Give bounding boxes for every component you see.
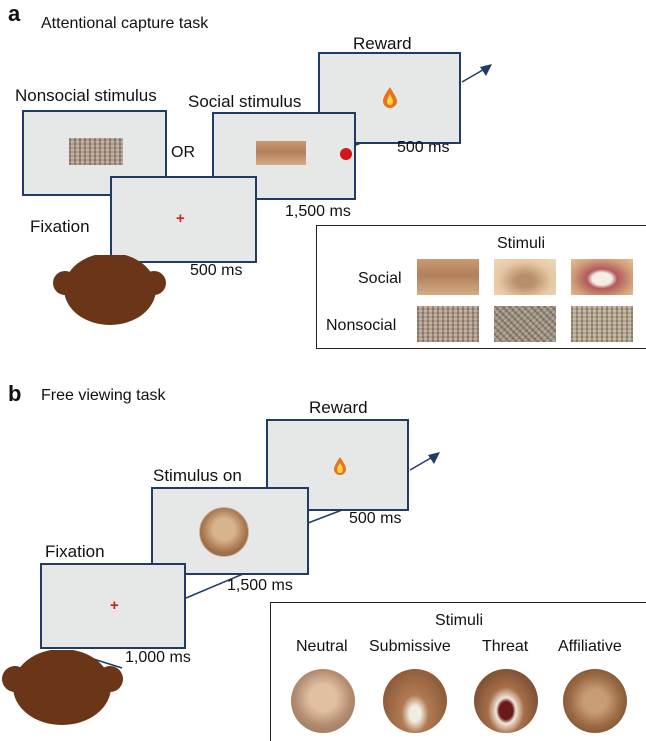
category-neutral: Neutral — [296, 638, 348, 655]
affiliative-face-image — [563, 669, 627, 733]
social-thumb-eyes — [417, 259, 479, 295]
stimulus-on-screen — [151, 487, 309, 575]
reward-drop-icon — [334, 457, 346, 475]
reward-screen-a — [318, 52, 461, 144]
category-threat: Threat — [482, 638, 529, 655]
stimuli-box-title-b: Stimuli — [435, 612, 484, 629]
category-affiliative: Affiliative — [558, 638, 622, 655]
monkey-head-icon — [53, 255, 166, 325]
fixation-cross-icon: + — [110, 597, 119, 614]
duration-stimulus-b: 1,500 ms — [227, 577, 293, 594]
fixation-cross-icon: + — [176, 210, 185, 227]
arrow-head-icon — [480, 64, 492, 76]
social-thumb-teeth — [571, 259, 633, 295]
neutral-face-image — [291, 669, 355, 733]
stimuli-box-title-a: Stimuli — [497, 235, 546, 252]
panel-b-letter: b — [8, 381, 22, 406]
stimuli-row-nonsocial: Nonsocial — [326, 317, 397, 334]
fixation-label-a: Fixation — [30, 217, 90, 236]
stimuli-box-a: Stimuli Social Nonsocial — [316, 225, 646, 349]
monkey-face-stimulus-image — [199, 507, 249, 557]
stimuli-box-b: Stimuli Neutral Submissive Threat Affili… — [270, 602, 646, 741]
social-stimulus-image — [256, 141, 306, 165]
threat-face-image — [474, 669, 538, 733]
fixation-label-b: Fixation — [45, 542, 105, 561]
nonsocial-stimulus-image — [69, 138, 123, 165]
panel-b-title: Free viewing task — [41, 387, 166, 404]
panel-a-letter: a — [8, 1, 21, 26]
nonsocial-thumb-1 — [417, 306, 479, 342]
social-stimulus-label: Social stimulus — [188, 92, 302, 111]
nonsocial-thumb-3 — [571, 306, 633, 342]
fixation-screen-a: + — [110, 176, 257, 263]
duration-reward-a: 500 ms — [397, 139, 450, 156]
stimulus-on-label: Stimulus on — [153, 466, 242, 485]
reward-label-b: Reward — [309, 398, 368, 417]
social-thumb-nose — [494, 259, 556, 295]
panel-a-title: Attentional capture task — [41, 15, 209, 32]
reward-drop-icon — [383, 87, 397, 108]
nonsocial-thumb-2 — [494, 306, 556, 342]
arrow-head-icon — [428, 452, 440, 464]
duration-reward-b: 500 ms — [349, 510, 402, 527]
nonsocial-stimulus-label: Nonsocial stimulus — [15, 86, 157, 105]
target-dot-icon — [340, 148, 352, 160]
fixation-screen-b: + — [40, 563, 186, 649]
connector-line — [307, 509, 343, 524]
submissive-face-image — [383, 669, 447, 733]
stimuli-row-social: Social — [358, 270, 402, 287]
monkey-head-icon — [2, 650, 123, 725]
duration-stimulus-a: 1,500 ms — [285, 203, 351, 220]
reward-label-a: Reward — [353, 34, 412, 53]
or-label: OR — [171, 144, 195, 161]
category-submissive: Submissive — [369, 638, 451, 655]
duration-fixation-b: 1,000 ms — [125, 649, 191, 666]
duration-fixation-a: 500 ms — [190, 262, 243, 279]
